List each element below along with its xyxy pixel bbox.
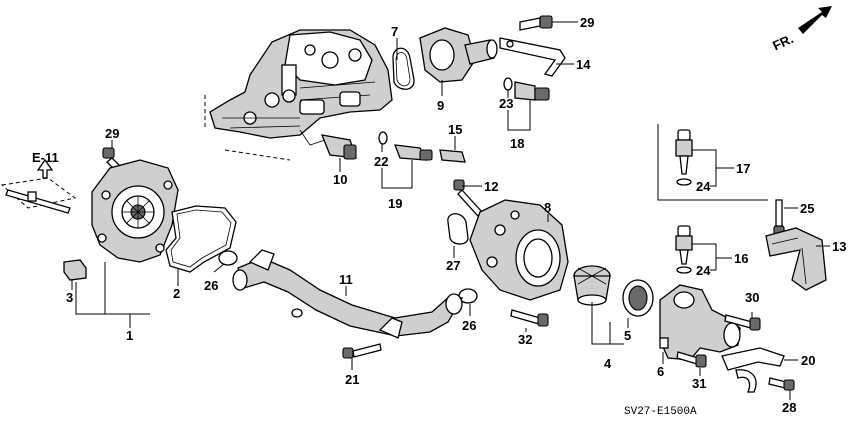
bolt-29-upper [724, 314, 761, 331]
front-direction-label: FR. [770, 31, 795, 53]
callout-17: 17 [736, 161, 750, 176]
bolt-29-lower [676, 351, 707, 368]
callout-29-lower: 31 [692, 376, 706, 391]
stud-bolt [5, 189, 71, 214]
callout-11: 11 [339, 272, 353, 287]
thermostat-4 [573, 265, 611, 306]
inset-frame [657, 124, 768, 201]
callout-25: 27 [446, 258, 460, 273]
o-ring-26-left [218, 250, 238, 266]
part-3 [63, 259, 87, 281]
water-pipe-11 [232, 249, 464, 339]
callout-5: 5 [624, 328, 631, 343]
callout-32: 32 [518, 332, 532, 347]
leader-lines [71, 21, 830, 400]
callout-6: 6 [657, 364, 664, 379]
sensor-17 [675, 129, 693, 186]
callout-1: 1 [126, 328, 133, 343]
callout-4: 4 [604, 356, 612, 371]
bracket-14 [499, 37, 566, 77]
thermostat-housing-8 [469, 199, 569, 301]
washer-22 [378, 131, 388, 145]
bolt-32 [510, 309, 549, 327]
bolt-21 [342, 343, 382, 359]
bolt-31 [519, 15, 553, 31]
bracket-13 [765, 227, 827, 291]
sensor-18 [503, 77, 550, 101]
callout-18: 18 [510, 136, 524, 151]
water-outlet-9 [419, 27, 498, 83]
callout-26-right: 26 [462, 318, 476, 333]
thermostat-cover-6 [659, 284, 741, 361]
callout-22: 22 [374, 154, 388, 169]
water-pump-1 [91, 159, 179, 263]
callout-31: 29 [580, 15, 594, 30]
callout-9: 9 [437, 98, 444, 113]
callout-labels: 7 9 29 14 23 18 10 22 19 15 12 8 27 29 1… [66, 15, 846, 415]
pump-gasket-2 [165, 205, 237, 273]
callout-23: 23 [499, 96, 513, 111]
reference-arrow-up [36, 158, 54, 179]
diagram-code: SV27-E1500A [624, 406, 697, 418]
bracket-20 [721, 347, 785, 393]
thermostat-gasket-5 [622, 279, 654, 317]
bolt-12 [453, 179, 483, 217]
engine-block-illustration [204, 29, 393, 161]
callout-29-upper: 30 [745, 290, 759, 305]
callout-15: 15 [448, 122, 462, 137]
callout-28: 25 [800, 201, 814, 216]
callout-19: 19 [388, 196, 402, 211]
callout-12: 12 [484, 179, 498, 194]
callout-20: 20 [801, 353, 815, 368]
callout-16: 16 [734, 251, 748, 266]
sensor-10 [320, 134, 357, 160]
callout-24-upper: 24 [696, 179, 711, 194]
bolt-28 [773, 199, 785, 237]
callout-21: 21 [345, 372, 359, 387]
callout-24-lower: 24 [696, 263, 711, 278]
callout-7: 7 [391, 24, 398, 39]
callout-14: 14 [576, 57, 591, 72]
callout-8: 8 [544, 200, 551, 215]
gasket-25 [447, 213, 469, 245]
bolt-27 [768, 377, 795, 391]
switch-19 [394, 144, 433, 161]
sensor-15 [439, 149, 466, 163]
sensor-16 [675, 225, 693, 274]
callout-30: 29 [105, 126, 119, 141]
front-direction-arrow [798, 6, 832, 34]
callout-26-left: 26 [204, 278, 218, 293]
reference-label: E-11 [32, 150, 59, 165]
callout-27: 28 [782, 400, 796, 415]
callout-13: 13 [832, 239, 846, 254]
callout-10: 10 [333, 172, 347, 187]
callout-3: 3 [66, 290, 73, 305]
callout-2: 2 [173, 286, 180, 301]
